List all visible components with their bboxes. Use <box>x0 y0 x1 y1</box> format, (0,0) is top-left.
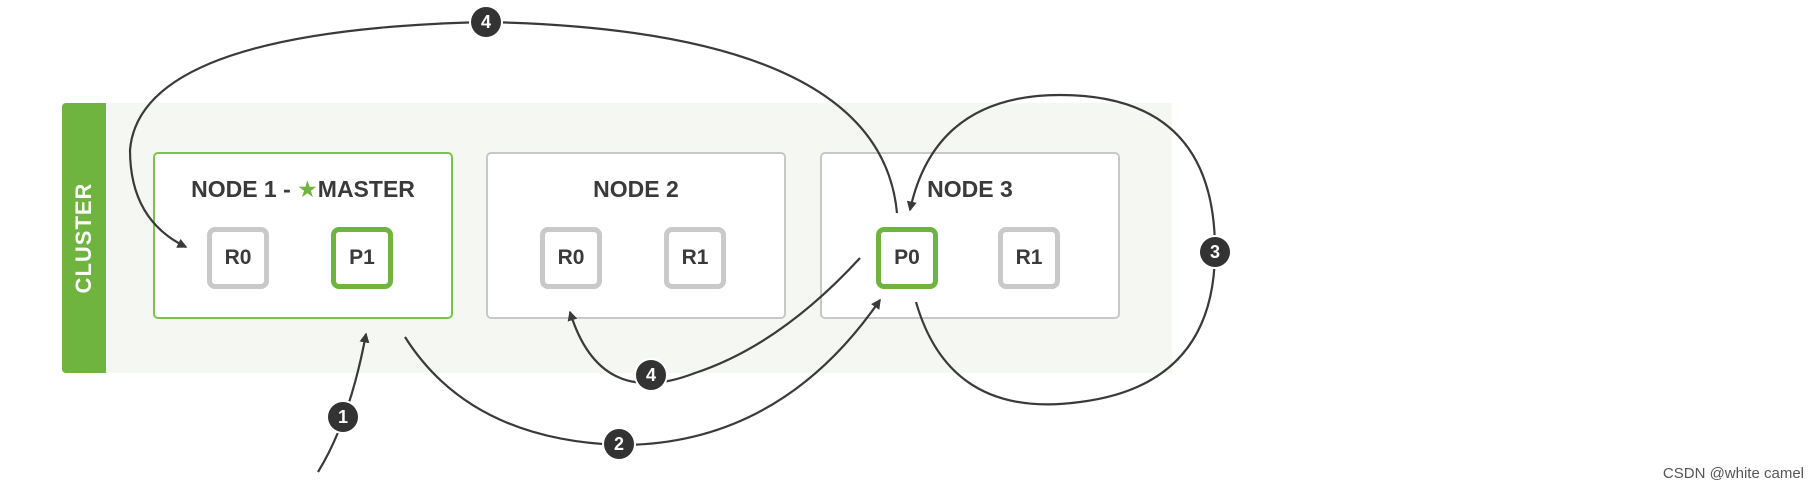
node-3: NODE 3 P0 R1 <box>820 152 1120 319</box>
node-3-shard-p0: P0 <box>876 227 938 289</box>
node-1-shard-p1: P1 <box>331 227 393 289</box>
step-badge-2: 2 <box>604 429 634 459</box>
node-1: NODE 1 - ★MASTER R0 P1 <box>153 152 453 319</box>
node-2-shard-r0: R0 <box>540 227 602 289</box>
node-1-title-prefix: NODE 1 - <box>191 176 298 202</box>
cluster-band <box>62 103 106 373</box>
step-badge-4-bottom: 4 <box>636 360 666 390</box>
star-icon: ★ <box>297 176 318 202</box>
node-1-title: NODE 1 - ★MASTER <box>155 176 451 203</box>
arrow-step-3 <box>906 93 1217 406</box>
watermark: CSDN @white camel <box>1662 465 1804 482</box>
node-1-title-suffix: MASTER <box>317 176 415 202</box>
step-badge-4-top: 4 <box>471 7 501 37</box>
node-3-shard-r1: R1 <box>998 227 1060 289</box>
step-badge-1: 1 <box>328 402 358 432</box>
node-2-shard-r1: R1 <box>664 227 726 289</box>
node-1-shard-r0: R0 <box>207 227 269 289</box>
arrow-step-4-top <box>128 20 899 248</box>
arrow-step-4-bottom <box>567 257 861 385</box>
node-3-title: NODE 3 <box>927 176 1013 202</box>
node-2-title: NODE 2 <box>593 176 679 202</box>
step-badge-3: 3 <box>1200 237 1230 267</box>
node-2: NODE 2 R0 R1 <box>486 152 786 319</box>
